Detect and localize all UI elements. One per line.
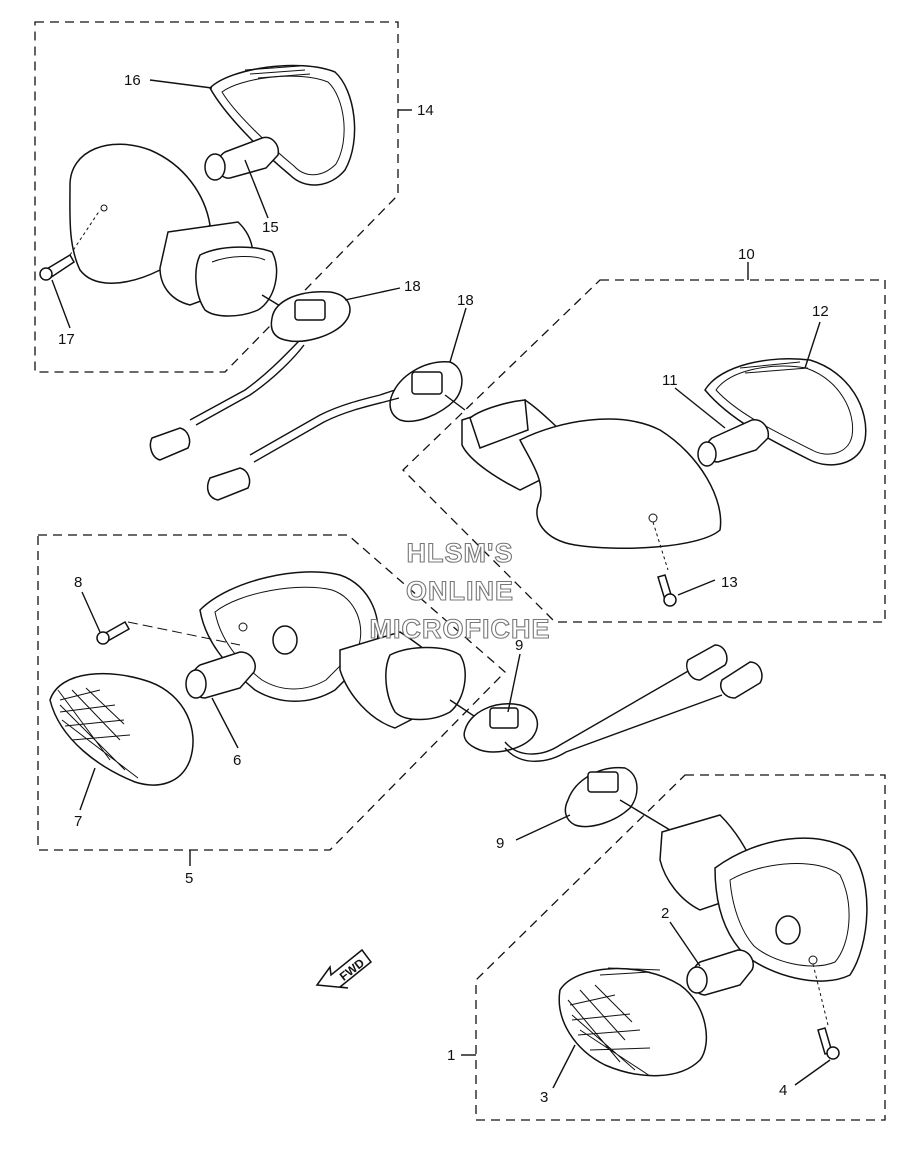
callout-17: 17 (58, 331, 75, 348)
callout-6: 6 (233, 752, 241, 769)
callout-16: 16 (124, 72, 141, 89)
watermark-line-2: ONLINE (406, 576, 514, 606)
callout-13: 13 (721, 574, 738, 591)
bulb-15 (204, 136, 280, 181)
callout-7: 7 (74, 813, 82, 830)
callout-12: 12 (812, 303, 829, 320)
watermark-line-1: HLSM'S (407, 538, 514, 568)
callout-14: 14 (417, 102, 434, 119)
fwd-direction-arrow: FWD (315, 948, 373, 989)
lens-7 (49, 672, 194, 786)
callout-18-right: 18 (457, 292, 474, 309)
callout-1: 1 (447, 1047, 455, 1064)
group-box-5 (37, 534, 506, 851)
callout-10: 10 (738, 246, 755, 263)
lens-3 (558, 967, 708, 1077)
callout-18-upper: 18 (404, 278, 421, 295)
callout-3: 3 (540, 1089, 548, 1106)
leader-lines (51, 79, 831, 1089)
callout-11: 11 (662, 372, 678, 389)
callout-15: 15 (262, 219, 279, 236)
group-box-10 (402, 279, 886, 623)
turn-signal-left-rear (39, 143, 351, 461)
callout-9-lower: 9 (496, 835, 504, 852)
callout-9-upper: 9 (515, 637, 523, 654)
group-box-1 (475, 774, 886, 1121)
bulb-11 (697, 419, 770, 467)
callout-4: 4 (779, 1082, 787, 1099)
turn-signal-right-front (564, 766, 868, 1060)
watermark-line-3: MICROFICHE (370, 614, 551, 644)
callout-2: 2 (661, 905, 669, 922)
callout-5: 5 (185, 870, 193, 887)
bulb-6 (185, 651, 256, 699)
turn-signal-right-rear (206, 361, 722, 607)
bulb-2 (686, 949, 754, 996)
group-box-14 (34, 21, 399, 373)
watermark: HLSM'S ONLINE MICROFICHE (369, 537, 551, 644)
callout-8: 8 (74, 574, 82, 591)
callout-labels: 16 14 15 17 18 18 10 12 11 13 8 6 7 5 9 … (58, 72, 829, 1106)
